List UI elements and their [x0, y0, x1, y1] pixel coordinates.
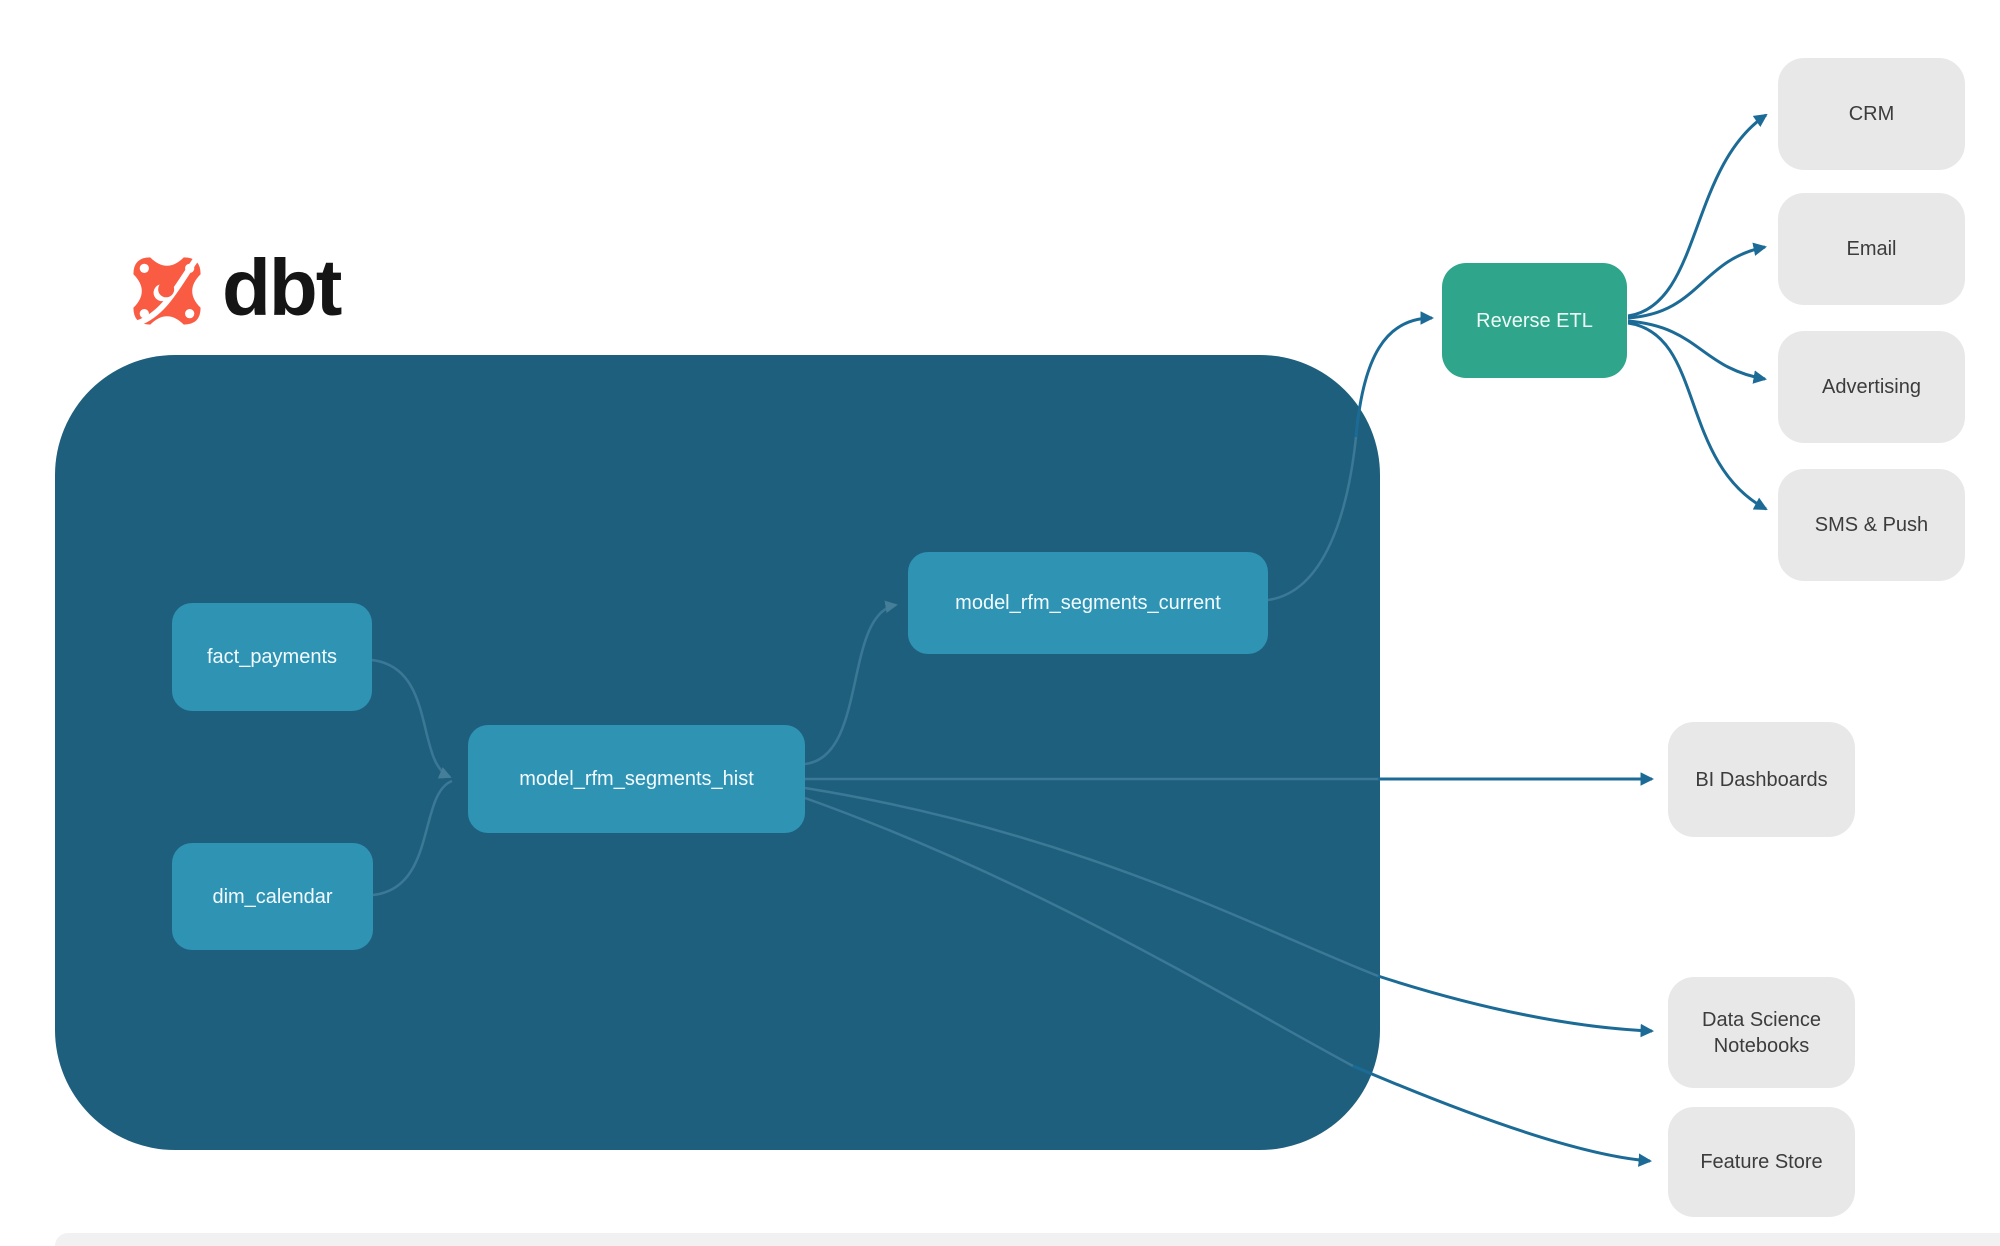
node-label: SMS & Push: [1814, 514, 1929, 536]
node-label: BI Dashboards: [1695, 768, 1828, 791]
node-dim-calendar: dim_calendar: [172, 843, 373, 950]
edge-hist-to-data-science-notebooks: [1377, 974, 1655, 1038]
edge-reverse-etl-to-crm: [1627, 113, 1768, 318]
node-label: dim_calendar: [212, 885, 333, 908]
node-bi-dashboards: BI Dashboards: [1668, 722, 1855, 837]
node-label: Reverse ETL: [1476, 309, 1593, 332]
edge-current-to-reverse-etl: [1354, 311, 1435, 438]
node-feature-store: Feature Store: [1668, 1107, 1855, 1217]
node-reverse-etl: Reverse ETL: [1442, 263, 1627, 378]
node-data-science-notebooks: Data Science Notebooks: [1668, 977, 1855, 1088]
node-sms-push: SMS & Push: [1778, 469, 1965, 581]
node-advertising: Advertising: [1778, 331, 1965, 443]
dbt-logo: dbt: [122, 243, 342, 334]
node-label: fact_payments: [206, 646, 338, 668]
node-label: Data Science Notebooks: [1702, 1008, 1821, 1057]
edge-reverse-etl-to-sms-push: [1627, 321, 1768, 511]
edge-reverse-etl-to-advertising: [1627, 319, 1767, 384]
dbt-wordmark: dbt: [222, 243, 342, 332]
node-label: Feature Store: [1700, 1151, 1823, 1173]
node-label: CRM: [1848, 103, 1895, 125]
node-model-rfm-segments-current: model_rfm_segments_current: [908, 552, 1268, 654]
node-crm: CRM: [1778, 58, 1965, 170]
node-fact-payments: fact_payments: [172, 603, 372, 711]
edge-reverse-etl-to-email: [1627, 242, 1767, 320]
node-label: model_rfm_segments_hist: [519, 768, 754, 790]
edge-hist-to-feature-store: [1352, 1064, 1653, 1167]
node-model-rfm-segments-hist: model_rfm_segments_hist: [468, 725, 805, 833]
node-label: Advertising: [1822, 376, 1921, 398]
node-label: model_rfm_segments_current: [955, 592, 1221, 614]
node-label: Email: [1846, 238, 1897, 260]
dbt-logo-icon: [133, 254, 201, 326]
bottom-section-edge: [55, 1233, 2000, 1246]
node-email: Email: [1778, 193, 1965, 305]
